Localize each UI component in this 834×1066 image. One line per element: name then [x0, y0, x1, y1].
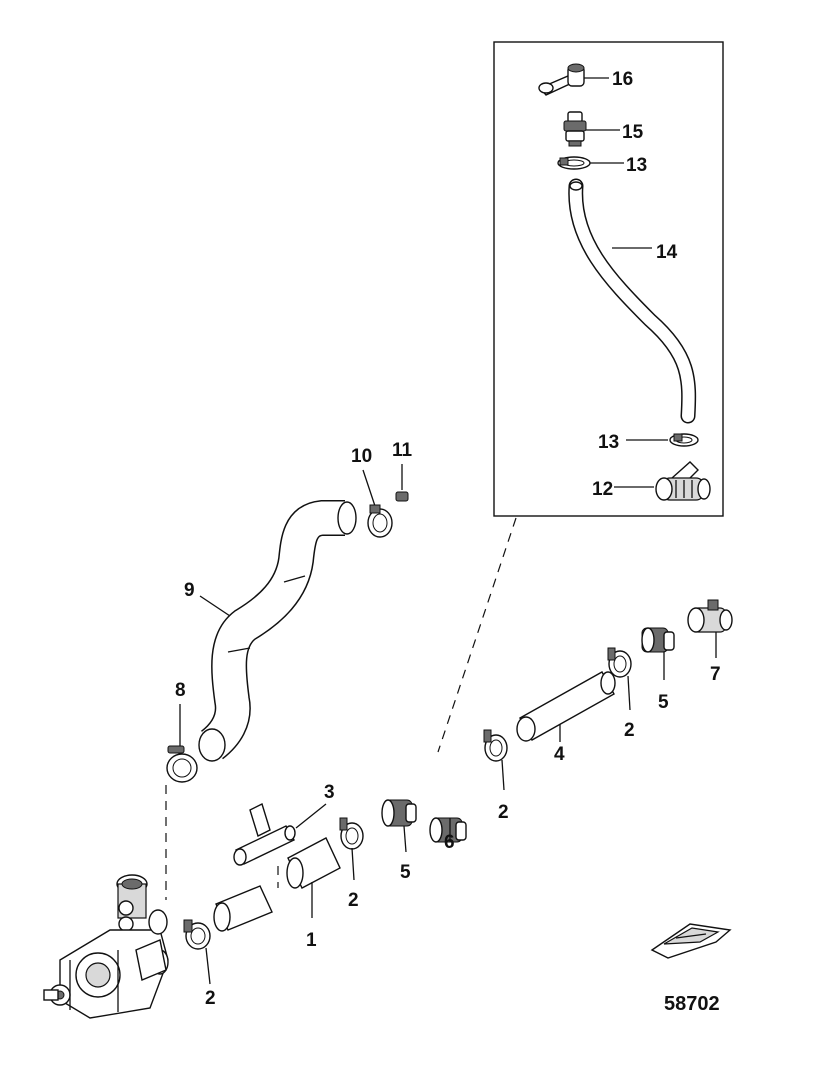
tee-fitting-part-12: [655, 461, 711, 501]
clamp-part-2-c: [339, 817, 364, 850]
detail-inset-frame: [493, 41, 724, 517]
callout-2-d: 2: [205, 988, 216, 1009]
figure-number: 58702: [664, 993, 720, 1015]
fitting-part-5-lower: [381, 799, 417, 827]
callout-4: 4: [554, 744, 565, 765]
callout-13-upper: 13: [626, 155, 647, 176]
callout-2-a: 2: [624, 720, 635, 741]
screw-part-11: [395, 491, 409, 502]
clamp-part-10: [367, 504, 393, 538]
callout-2-c: 2: [348, 890, 359, 911]
callout-14: 14: [656, 242, 678, 263]
callout-6: 6: [444, 832, 455, 853]
callout-2-b: 2: [498, 802, 509, 823]
clamp-part-2-d: [183, 919, 211, 950]
callout-5-upper: 5: [658, 692, 669, 713]
clamp-part-2-b: [483, 729, 508, 762]
callout-7: 7: [710, 664, 721, 685]
fitting-part-15: [563, 111, 587, 147]
callout-9: 9: [184, 580, 195, 601]
callout-16: 16: [612, 69, 633, 90]
callout-11: 11: [392, 440, 413, 461]
fitting-part-5-upper: [641, 627, 675, 653]
inset-dashed-leader: [437, 517, 517, 753]
clamp-part-13-lower: [669, 433, 699, 447]
callout-5-lower: 5: [400, 862, 411, 883]
callout-12: 12: [592, 479, 613, 500]
callout-8: 8: [175, 680, 186, 701]
hose-short-lower: [213, 885, 273, 932]
fitting-part-6: [429, 817, 467, 843]
clamp-part-8: [166, 745, 198, 783]
cap-part-16: [538, 63, 585, 96]
clamp-part-2-a: [607, 647, 632, 678]
fitting-part-7: [687, 599, 733, 633]
callout-1: 1: [306, 930, 317, 951]
hose-part-14: [568, 178, 697, 424]
callout-13-lower: 13: [598, 432, 619, 453]
callout-15a: 15: [622, 122, 644, 143]
hose-part-4: [516, 671, 616, 742]
callout-10: 10: [351, 446, 372, 467]
boat-icon: [650, 923, 732, 959]
hose-part-1: [286, 837, 341, 889]
tee-part-3: [233, 803, 296, 866]
water-pump-assembly: [43, 874, 169, 1019]
formed-hose-part-9: [198, 500, 357, 762]
clamp-part-13-upper: [557, 156, 591, 170]
callout-3: 3: [324, 782, 335, 803]
